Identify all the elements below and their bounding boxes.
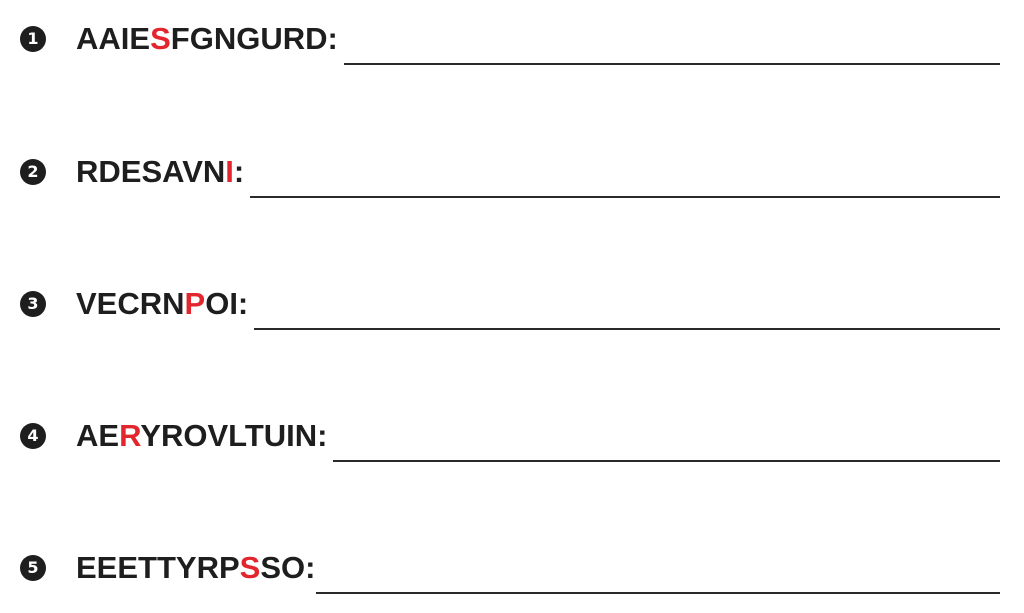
highlighted-letter: S bbox=[239, 550, 261, 585]
word-part: AE bbox=[76, 418, 120, 453]
word-part: OI: bbox=[205, 286, 249, 321]
puzzle-row-1: 1 AAIESFGNGURD: bbox=[0, 0, 1024, 65]
answer-line[interactable] bbox=[254, 328, 1000, 330]
scrambled-word: AAIESFGNGURD: bbox=[76, 20, 338, 58]
highlighted-letter: R bbox=[119, 418, 141, 453]
answer-line[interactable] bbox=[333, 460, 1000, 462]
number-badge: 3 bbox=[20, 291, 46, 317]
puzzle-row-3: 3 VECRNPOI: bbox=[0, 265, 1024, 330]
number-badge: 2 bbox=[20, 159, 46, 185]
answer-line[interactable] bbox=[250, 196, 1000, 198]
answer-line[interactable] bbox=[344, 63, 1000, 65]
scrambled-word: EEETTYRPSSO: bbox=[76, 549, 315, 587]
word-part: SO: bbox=[260, 550, 316, 585]
word-part: FGNGURD: bbox=[170, 21, 338, 56]
highlighted-letter: S bbox=[150, 21, 171, 56]
scrambled-word: RDESAVNI: bbox=[76, 153, 244, 191]
puzzle-row-4: 4 AERYROVLTUIN: bbox=[0, 397, 1024, 462]
word-part: YROVLTUIN: bbox=[140, 418, 328, 453]
number-badge: 5 bbox=[20, 555, 46, 581]
highlighted-letter: I bbox=[225, 154, 234, 189]
puzzle-row-2: 2 RDESAVNI: bbox=[0, 133, 1024, 198]
puzzle-row-5: 5 EEETTYRPSSO: bbox=[0, 529, 1024, 594]
word-part: VECRN bbox=[76, 286, 185, 321]
word-part: RDESAVN bbox=[76, 154, 226, 189]
word-part: AAIE bbox=[76, 21, 151, 56]
number-badge: 4 bbox=[20, 423, 46, 449]
highlighted-letter: P bbox=[184, 286, 206, 321]
word-part: EEETTYRP bbox=[76, 550, 240, 585]
word-part: : bbox=[233, 154, 245, 189]
number-badge: 1 bbox=[20, 26, 46, 52]
scrambled-word: VECRNPOI: bbox=[76, 285, 248, 323]
answer-line[interactable] bbox=[316, 592, 1000, 594]
scrambled-word: AERYROVLTUIN: bbox=[76, 417, 327, 455]
